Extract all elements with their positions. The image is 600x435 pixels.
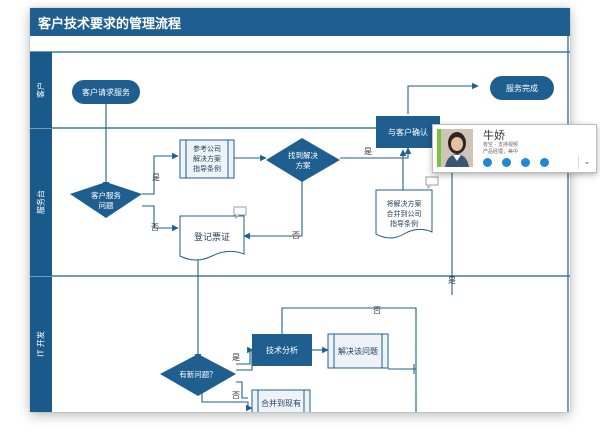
edge-issue-to-log [142, 205, 179, 232]
label-yes-2: 是 [364, 147, 372, 156]
label-yes-3: 是 [448, 276, 456, 285]
edge-yes-to-analysis [236, 346, 254, 365]
avatar[interactable] [437, 129, 473, 167]
edge-confirm-to-done [407, 82, 479, 114]
label-no-2: 否 [292, 231, 300, 240]
node-service-done-label: 服务完成 [506, 83, 538, 93]
node-log-ticket [179, 215, 245, 261]
decision-found-l2: 方案 [296, 160, 311, 170]
chat-icon[interactable] [483, 158, 492, 167]
decision-found-solution [266, 138, 340, 182]
flowchart-canvas: 客户 服务台 IT 开发 是 否 否 是 是 [30, 36, 570, 412]
decision-new-issue [160, 354, 236, 396]
node-merge-guide [375, 189, 433, 239]
node-ref-l1: 参考公司 [193, 144, 221, 153]
node-log-ticket-label: 登记票证 [194, 232, 230, 243]
node-reference-guide [179, 139, 235, 179]
decision-new-issue-label: 有新问题？ [179, 369, 217, 379]
label-no-4: 否 [232, 391, 240, 400]
lane-label-customer: 客户 [36, 82, 46, 98]
node-request-service-label: 客户请求服务 [82, 87, 130, 97]
lane-label-it-dev: IT 开发 [36, 331, 46, 357]
node-solve-issue-label: 解决该问题 [338, 346, 378, 356]
node-tech-analysis [252, 334, 312, 366]
node-merge-existing [251, 389, 311, 412]
comment-icon [233, 206, 247, 219]
label-no-3: 否 [373, 306, 381, 315]
edge-no-loop [281, 307, 417, 412]
edge-no-down [236, 381, 248, 399]
contact-card[interactable]: 牛娇 有空 - 支持视频 产品经理，美中 ⌄ [432, 124, 597, 173]
node-confirm-with-customer [376, 116, 440, 148]
label-yes-1: 是 [152, 173, 160, 182]
decision-found-l1: 找到解决 [288, 150, 318, 160]
contact-job-title: 产品经理，美中 [483, 149, 519, 155]
node-confirm-label: 与客户确认 [388, 127, 428, 137]
label-yes-4: 是 [232, 353, 240, 362]
edge-found-yes [340, 147, 412, 159]
node-service-done [490, 76, 554, 100]
comment-icon [425, 176, 439, 189]
email-icon[interactable] [540, 158, 549, 167]
node-tech-analysis-label: 技术分析 [266, 345, 298, 355]
person-photo-icon [441, 129, 473, 167]
node-merge-l3: 指导条例 [390, 219, 418, 228]
diagram-window: 客户技术要求的管理流程 客户 服务台 IT 开发 [30, 8, 570, 412]
label-no-1: 否 [151, 223, 159, 232]
node-merge-l2: 合并到公司 [387, 209, 422, 218]
decision-issue-l2: 问题 [99, 201, 114, 210]
video-icon[interactable] [521, 158, 530, 167]
edge-issue-to-ref [142, 152, 179, 195]
node-merge-existing-label: 合并到现有 [261, 398, 301, 408]
edge-found-to-log [243, 178, 303, 240]
diagram-title: 客户技术要求的管理流程 [38, 17, 182, 32]
decision-customer-issue [70, 182, 142, 218]
lane-header-it-dev [30, 277, 52, 412]
phone-icon[interactable] [502, 158, 511, 167]
node-merge-l1: 将解决方案 [387, 199, 422, 208]
chevron-down-icon[interactable]: ⌄ [578, 155, 595, 169]
lane-label-service-desk: 服务台 [36, 190, 46, 214]
lane-header-customer [30, 52, 52, 128]
node-ref-l3: 指导条例 [193, 164, 221, 173]
contact-status: 有空 - 支持视频 [483, 142, 518, 148]
contact-name: 牛娇 [483, 129, 505, 142]
node-request-service [72, 80, 140, 104]
node-solve-issue [327, 333, 389, 369]
lane-header-service-desk [30, 129, 52, 276]
edge-newissue-to-merge [201, 386, 253, 412]
title-bar: 客户技术要求的管理流程 [30, 8, 570, 36]
node-ref-l2: 解决方案 [193, 154, 221, 163]
decision-issue-l1: 客户服务 [91, 190, 121, 200]
